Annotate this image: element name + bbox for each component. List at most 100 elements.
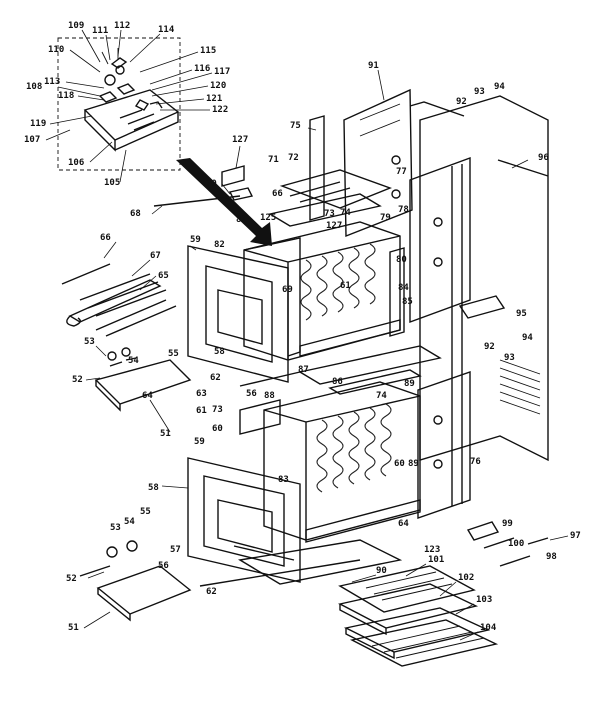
callout-label: 74 — [376, 391, 387, 401]
callout-label: 86 — [332, 377, 343, 387]
callout-label: 56 — [158, 561, 169, 571]
assembly-arrow-icon — [176, 158, 272, 246]
callout-label: 106 — [68, 158, 84, 168]
callout-label: 67 — [150, 251, 161, 261]
lower-bake-element — [79, 540, 192, 622]
callout-label: 120 — [210, 81, 226, 91]
callout-label: 118 — [58, 91, 74, 101]
upper-door-frame — [187, 237, 301, 383]
callout-label: 51 — [160, 429, 171, 439]
callout-label: 102 — [458, 573, 474, 583]
callout-label: 58 — [214, 347, 225, 357]
right-side-panel — [409, 95, 549, 519]
callout-label: 105 — [104, 178, 120, 188]
callout-label: 79 — [380, 213, 391, 223]
callout-label: 69 — [282, 285, 293, 295]
lower-oven-cavity — [239, 381, 421, 543]
callout-label: 56 — [246, 389, 257, 399]
callout-label: 55 — [140, 507, 151, 517]
callout-label: 62 — [210, 373, 221, 383]
callout-label: 52 — [72, 375, 83, 385]
callout-label: 119 — [30, 119, 46, 129]
callout-label: 107 — [24, 135, 40, 145]
callout-label: 127 — [326, 221, 342, 231]
lower-right-hardware — [466, 521, 549, 567]
callout-label: 108 — [26, 82, 42, 92]
callout-label: 75 — [290, 121, 301, 131]
callout-label: 87 — [298, 365, 309, 375]
callout-label: 121 — [206, 94, 222, 104]
callout-label: 64 — [142, 391, 153, 401]
callout-labels: 109 111 112 114 110 115 113 116 117 108 … — [24, 21, 581, 633]
callout-label: 85 — [402, 297, 413, 307]
broiler-pan-set — [337, 565, 499, 667]
callout-label: 68 — [130, 209, 141, 219]
callout-label: 73 — [212, 405, 223, 415]
callout-label: 53 — [110, 523, 121, 533]
callout-label: 97 — [570, 531, 581, 541]
callout-label: 64 — [398, 519, 409, 529]
callout-label: 103 — [476, 595, 492, 605]
callout-label: 61 — [196, 406, 207, 416]
callout-label: 93 — [504, 353, 515, 363]
callout-label: 77 — [396, 167, 407, 177]
leader-lines — [45, 29, 569, 641]
callout-label: 92 — [456, 97, 467, 107]
callout-label: 116 — [194, 64, 210, 74]
callout-label: 89 — [408, 459, 419, 469]
callout-label: 123 — [424, 545, 440, 555]
callout-label: 70 — [206, 179, 217, 189]
callout-label: 66 — [100, 233, 111, 243]
callout-label: 72 — [288, 153, 299, 163]
callout-label: 111 — [92, 26, 108, 36]
callout-label: 53 — [84, 337, 95, 347]
callout-label: 54 — [128, 356, 139, 366]
callout-label: 82 — [214, 240, 225, 250]
top-bracket-assembly — [153, 88, 413, 238]
callout-label: 71 — [268, 155, 279, 165]
callout-label: 73 — [324, 209, 335, 219]
callout-label: 127 — [232, 135, 248, 145]
callout-label: 54 — [124, 517, 135, 527]
upper-bake-element — [94, 347, 192, 412]
callout-label: 65 — [158, 271, 169, 281]
callout-label: 55 — [168, 349, 179, 359]
callout-label: 84 — [398, 283, 409, 293]
callout-label: 91 — [368, 61, 379, 71]
callout-label: 112 — [114, 21, 130, 31]
callout-label: 52 — [66, 574, 77, 584]
callout-label: 96 — [538, 153, 549, 163]
callout-label: 60 — [212, 424, 223, 434]
callout-label: 92 — [484, 342, 495, 352]
callout-label: 98 — [546, 552, 557, 562]
callout-label: 99 — [502, 519, 513, 529]
callout-label: 100 — [508, 539, 524, 549]
callout-label: 76 — [470, 457, 481, 467]
callout-label: 117 — [214, 67, 230, 77]
callout-label: 94 — [494, 82, 505, 92]
callout-label: 74 — [340, 208, 351, 218]
callout-label: 122 — [212, 105, 228, 115]
callout-label: 113 — [44, 77, 60, 87]
callout-label: 62 — [206, 587, 217, 597]
callout-label: 114 — [158, 25, 175, 35]
callout-label: 66 — [272, 189, 283, 199]
callout-label: 51 — [68, 623, 79, 633]
callout-label: 63 — [196, 389, 207, 399]
callout-label: 80 — [396, 255, 407, 265]
callout-label: 90 — [376, 566, 387, 576]
callout-label: 94 — [522, 333, 533, 343]
callout-label: 101 — [428, 555, 444, 565]
callout-label: 59 — [190, 235, 201, 245]
control-panel-inset — [57, 37, 181, 171]
callout-label: 78 — [398, 205, 409, 215]
callout-label: 95 — [516, 309, 527, 319]
callout-label: 59 — [194, 437, 205, 447]
bottom-floor-panel — [199, 539, 403, 587]
callout-label: 83 — [278, 475, 289, 485]
callout-label: 89 — [404, 379, 415, 389]
callout-label: 93 — [474, 87, 485, 97]
callout-label: 60 — [394, 459, 405, 469]
callout-label: 61 — [340, 281, 351, 291]
